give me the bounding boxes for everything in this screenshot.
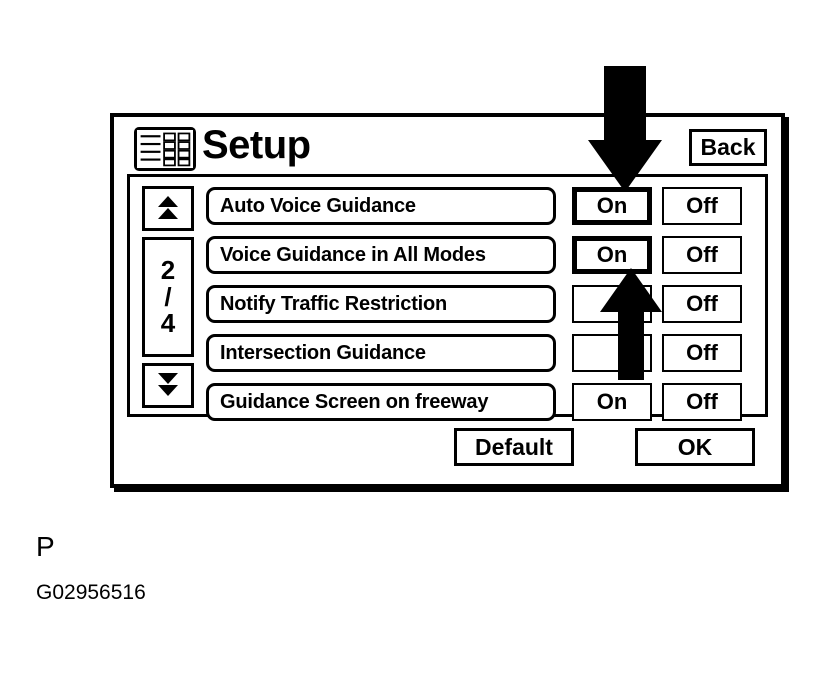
setup-list-grid-icon: [134, 127, 196, 171]
setting-label-auto-voice-guidance[interactable]: Auto Voice Guidance: [206, 187, 556, 225]
table-row: Intersection Guidance Off: [206, 334, 759, 372]
footer-bar: Default OK: [127, 425, 768, 475]
double-triangle-up-icon: [153, 194, 183, 224]
setting-label-voice-guidance-all-modes[interactable]: Voice Guidance in All Modes: [206, 236, 556, 274]
ok-button[interactable]: OK: [635, 428, 755, 466]
double-triangle-down-icon: [153, 371, 183, 401]
navigation-screen-frame: Setup Back 2 / 4: [110, 113, 785, 488]
option-off-voice-guidance-all-modes[interactable]: Off: [662, 236, 742, 274]
back-button[interactable]: Back: [689, 129, 767, 166]
caption-block: P G02956516: [36, 530, 436, 606]
default-button-label: Default: [475, 433, 553, 460]
option-off-guidance-screen-on-freeway[interactable]: Off: [662, 383, 742, 421]
settings-list-panel: 2 / 4 Auto Voice Guidance On Off: [127, 174, 768, 421]
table-row: Notify Traffic Restriction Off: [206, 285, 759, 323]
page-current: 2: [160, 254, 176, 285]
caption-letter: P: [36, 531, 55, 562]
table-row: Guidance Screen on freeway On Off: [206, 383, 759, 421]
caption-figure-code: G02956516: [36, 581, 146, 604]
option-off-notify-traffic-restriction[interactable]: Off: [662, 285, 742, 323]
ok-button-label: OK: [677, 433, 713, 460]
page-separator: /: [164, 281, 172, 312]
option-off-intersection-guidance[interactable]: Off: [662, 334, 742, 372]
option-on-notify-traffic-restriction[interactable]: [572, 285, 652, 323]
option-on-intersection-guidance[interactable]: [572, 334, 652, 372]
table-row: Auto Voice Guidance On Off: [206, 187, 759, 225]
table-row: Voice Guidance in All Modes On Off: [206, 236, 759, 274]
back-button-label: Back: [700, 134, 756, 160]
scroll-column: 2 / 4: [142, 186, 194, 408]
page-indicator: 2 / 4: [142, 237, 194, 357]
page-title: Setup: [202, 123, 311, 167]
settings-rows: Auto Voice Guidance On Off Voice Guidanc…: [206, 183, 759, 421]
option-off-auto-voice-guidance[interactable]: Off: [662, 187, 742, 225]
option-on-voice-guidance-all-modes[interactable]: On: [572, 236, 652, 274]
setting-label-intersection-guidance[interactable]: Intersection Guidance: [206, 334, 556, 372]
screen-header: Setup Back: [114, 117, 781, 174]
scroll-up-button[interactable]: [142, 186, 194, 231]
scroll-down-button[interactable]: [142, 363, 194, 408]
option-on-auto-voice-guidance[interactable]: On: [572, 187, 652, 225]
option-on-guidance-screen-on-freeway[interactable]: On: [572, 383, 652, 421]
setting-label-guidance-screen-on-freeway[interactable]: Guidance Screen on freeway: [206, 383, 556, 421]
default-button[interactable]: Default: [454, 428, 574, 466]
setting-label-notify-traffic-restriction[interactable]: Notify Traffic Restriction: [206, 285, 556, 323]
page-total: 4: [160, 308, 176, 339]
